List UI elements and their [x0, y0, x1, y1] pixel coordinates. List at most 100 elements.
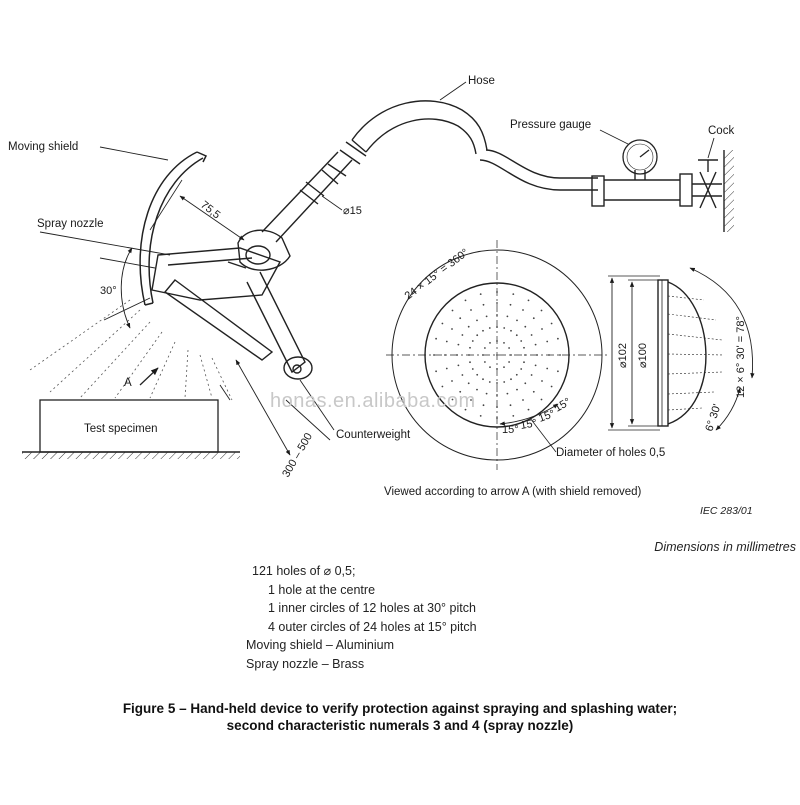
- pitch-15c-label: 15°: [537, 408, 557, 425]
- hole-dot: [468, 354, 470, 356]
- hole-dot: [503, 342, 505, 344]
- hole-dot: [485, 392, 488, 395]
- hole-dot: [524, 354, 526, 356]
- hole-dot: [515, 373, 518, 376]
- hole-dot: [516, 388, 518, 391]
- note-line: 1 hole at the centre: [268, 582, 376, 597]
- hole-dot: [496, 340, 498, 342]
- hole-dot: [482, 354, 484, 356]
- pitch-360-label: 24 × 15° = 360°: [403, 247, 471, 303]
- hole-dot: [467, 382, 470, 385]
- hole-dot: [506, 392, 509, 395]
- counterweight-leader: [299, 379, 335, 431]
- hole-dot: [557, 370, 559, 373]
- counterweight-label: Counterweight: [336, 429, 411, 441]
- spray-fan: [29, 299, 233, 401]
- hole-dot: [546, 367, 549, 370]
- hole-dot: [482, 329, 484, 332]
- hole-dot: [534, 364, 537, 367]
- hole-dot: [534, 343, 537, 346]
- pressure-gauge: [622, 139, 658, 175]
- hole-dot: [506, 315, 509, 318]
- hole-dot: [527, 408, 530, 411]
- nozzle-side-profile: [608, 267, 755, 431]
- hole-dot: [435, 337, 437, 340]
- hole-dot: [503, 366, 505, 368]
- viewed-note: Viewed according to arrow A (with shield…: [384, 486, 642, 498]
- hole-dot: [496, 302, 498, 304]
- hole-dot: [496, 368, 498, 370]
- hole-dot: [496, 382, 498, 384]
- hole-dot: [435, 370, 437, 373]
- hole-dot: [540, 309, 543, 312]
- hole-dot: [470, 399, 472, 401]
- hole-dot: [522, 309, 524, 311]
- dia-15-label: ⌀15: [343, 205, 362, 217]
- moving-shield-leader: [99, 146, 169, 161]
- hole-dot: [456, 354, 458, 356]
- hole-dot: [485, 315, 488, 318]
- note-line: 4 outer circles of 24 holes at 15° pitch: [268, 619, 477, 634]
- hole-dot: [530, 334, 533, 336]
- hole-dot: [510, 354, 512, 356]
- hole-dot: [489, 342, 491, 344]
- hole-dot: [469, 361, 471, 364]
- units-note: Dimensions in millimetres: [654, 540, 796, 554]
- watermark: honas.en.alibaba.com: [270, 390, 476, 412]
- figure-caption: Figure 5 – Hand-held device to verify pr…: [0, 700, 800, 734]
- hole-dot: [512, 293, 515, 295]
- arrow-a: A: [124, 367, 159, 389]
- hole-dot: [484, 347, 486, 349]
- angle-78-label: 12 × 6° 30' = 78°: [735, 316, 747, 398]
- pitch-15d-label: 15°: [553, 396, 573, 415]
- angle-30-dimension: [99, 247, 156, 329]
- hole-dot: [470, 309, 472, 311]
- angle-30-label: 30°: [100, 285, 117, 297]
- dia-102-label: ⌀102: [617, 343, 629, 368]
- iec-reference: IEC 283/01: [700, 505, 753, 517]
- hole-dot: [524, 382, 527, 385]
- hole-dot: [496, 406, 498, 408]
- hole-dot: [557, 337, 559, 340]
- hole-dot: [523, 346, 525, 349]
- cock-label: Cock: [708, 125, 734, 137]
- hole-dot: [496, 417, 498, 419]
- notes-block: 121 holes of ⌀ 0,5; 1 hole at the centre…: [246, 562, 477, 674]
- hose-leader: [439, 81, 467, 101]
- hole-dot: [510, 329, 512, 332]
- len-75-5-dimension: [179, 195, 245, 241]
- cock-leader: [707, 137, 715, 159]
- spray-nozzle-label: Spray nozzle: [37, 218, 103, 230]
- range-300-500-label: 300 – 500: [280, 431, 315, 479]
- hole-dot: [512, 415, 515, 417]
- moving-shield: [139, 151, 208, 306]
- hole-dot: [469, 346, 471, 349]
- hole-dot: [445, 367, 448, 370]
- spray-nozzle-assembly: [151, 229, 313, 380]
- hole-dot: [523, 361, 525, 364]
- hole-dot: [522, 399, 524, 401]
- hole-dot: [479, 293, 482, 295]
- diameter-holes-leader: [529, 417, 557, 453]
- hole-dot: [509, 404, 512, 407]
- hole-dot: [540, 398, 543, 401]
- handle-tube: [261, 141, 367, 243]
- hole-dot: [451, 328, 453, 330]
- hole-dot: [524, 325, 527, 328]
- supply-pipe: [591, 159, 722, 209]
- hole-dot: [496, 326, 498, 328]
- hole-dot: [467, 325, 470, 328]
- hole-dot: [496, 291, 498, 293]
- caption-line-2: second characteristic numerals 3 and 4 (…: [226, 718, 574, 733]
- dia-15-leader: [321, 195, 343, 211]
- hole-dot: [503, 381, 506, 383]
- hole-dot: [496, 394, 498, 396]
- hole-dot: [476, 388, 478, 391]
- hole-dot: [441, 322, 444, 325]
- hole-dot: [457, 343, 460, 346]
- hole-dot: [520, 368, 523, 370]
- hole-dot: [479, 415, 482, 417]
- hole-dot: [550, 322, 553, 325]
- hole-dot: [451, 398, 454, 401]
